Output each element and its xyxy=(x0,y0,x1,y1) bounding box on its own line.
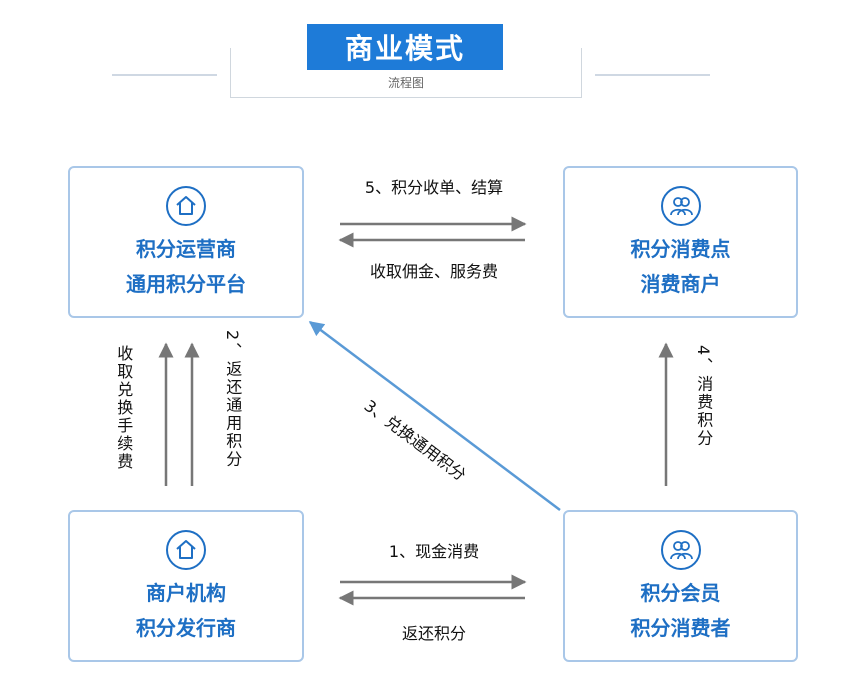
node-consumption-line2: 消费商户 xyxy=(640,272,721,296)
arrow-3-diagonal xyxy=(308,321,561,511)
edge-label-1-top: 1、现金消费 xyxy=(388,542,480,561)
node-member-line2: 积分消费者 xyxy=(630,616,731,640)
edge-label-5-bottom: 收取佣金、服务费 xyxy=(369,262,498,281)
edge-label-2-left: 收取兑换手续费 xyxy=(114,345,134,471)
edge-label-5-top: 5、积分收单、结算 xyxy=(364,178,504,197)
home-icon xyxy=(166,186,206,226)
node-operator-line2: 通用积分平台 xyxy=(126,272,246,296)
edge-label-1-bottom: 返还积分 xyxy=(401,624,466,643)
users-icon xyxy=(660,530,701,570)
node-consumption-line1: 积分消费点 xyxy=(630,237,731,261)
node-member: 积分会员 积分消费者 xyxy=(563,510,798,662)
node-operator: 积分运营商 通用积分平台 xyxy=(68,166,304,318)
home-icon xyxy=(166,530,206,570)
title-rule-left xyxy=(112,74,217,76)
node-merchant-line2: 积分发行商 xyxy=(136,616,236,640)
node-merchant-line1: 商户机构 xyxy=(146,581,226,605)
node-consumption-point: 积分消费点 消费商户 xyxy=(563,166,798,318)
node-merchant: 商户机构 积分发行商 xyxy=(68,510,304,662)
diagram-title: 商业模式 xyxy=(307,24,503,70)
node-member-line1: 积分会员 xyxy=(640,581,721,605)
diagram-subtitle: 流程图 xyxy=(387,76,424,90)
users-icon xyxy=(660,186,701,226)
edge-label-4: 4、消费积分 xyxy=(694,345,714,448)
title-rule-right xyxy=(595,74,710,76)
edge-label-2-right: 2、返还通用积分 xyxy=(223,330,243,469)
node-operator-line1: 积分运营商 xyxy=(136,237,236,261)
